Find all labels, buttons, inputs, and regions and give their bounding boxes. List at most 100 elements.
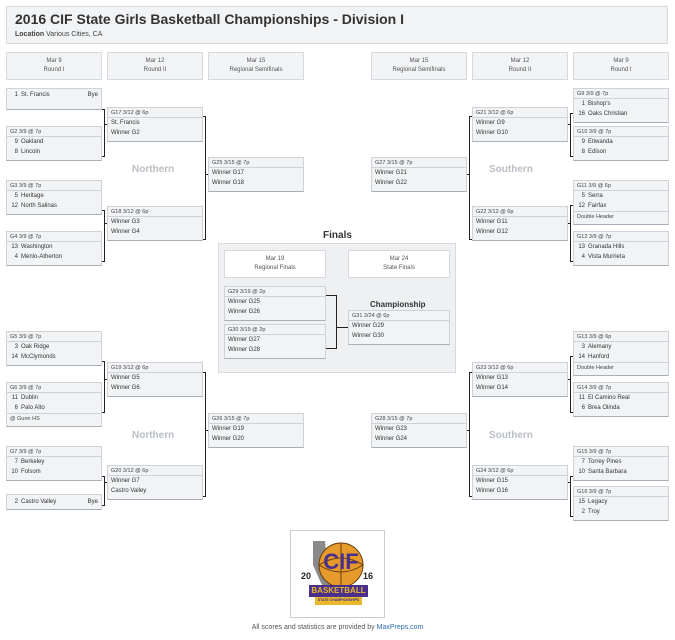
team-name: Granada Hills — [588, 244, 625, 250]
bracket-line — [326, 348, 336, 349]
team-name: Winner G21 — [375, 170, 408, 176]
maxpreps-link[interactable]: MaxPreps.com — [376, 624, 424, 631]
team-name: Winner G5 — [111, 375, 140, 381]
game-g26[interactable]: G26 3/15 @ 7p Winner G19 Winner G20 — [208, 413, 304, 448]
game-g23[interactable]: G23 3/12 @ 6p Winner G13 Winner G14 — [472, 362, 568, 397]
team-name: Washington — [21, 244, 53, 250]
game-header: G16 3/9 @ 7p — [574, 487, 668, 497]
seed: 14 — [578, 354, 585, 360]
game-g17[interactable]: G17 3/12 @ 6p St. Francis Winner G2 — [107, 107, 203, 142]
seed: 11 — [11, 395, 18, 401]
team-name: McClymonds — [21, 354, 56, 360]
team-name: Winner G22 — [375, 180, 408, 186]
bracket-line — [469, 116, 470, 240]
bracket-line — [203, 372, 206, 373]
round-name: Round II — [143, 67, 167, 73]
game-g20[interactable]: G20 3/12 @ 6p Winner G7 Castro Valley — [107, 465, 203, 500]
bracket-line — [570, 205, 573, 206]
game-g31[interactable]: G31 3/24 @ 6p Winner G29 Winner G30 — [348, 310, 450, 345]
game-g27[interactable]: G27 3/15 @ 7p Winner G21 Winner G22 — [371, 157, 467, 192]
game-header: G19 3/12 @ 6p — [108, 363, 202, 373]
team-name: Alemany — [588, 344, 612, 350]
team-name: Etiwanda — [588, 139, 613, 145]
logo-banner-text: BASKETBALL — [311, 586, 366, 595]
game-g21[interactable]: G21 3/12 @ 6p Winner G9 Winner G10 — [472, 107, 568, 142]
round-date: Mar 12 — [145, 58, 165, 64]
bracket-line — [469, 372, 470, 497]
team-name: Winner G25 — [228, 299, 261, 305]
bracket-line — [570, 113, 573, 114]
team-name: Winner G11 — [476, 219, 508, 225]
team-name: Winner G18 — [212, 180, 245, 186]
game-g25[interactable]: G25 3/15 @ 7p Winner G17 Winner G18 — [208, 157, 304, 192]
game-header: G6 3/9 @ 7p — [7, 383, 101, 393]
round-name: Regional Finals — [254, 265, 296, 271]
game-header: G17 3/12 @ 6p — [108, 108, 202, 118]
game-g22[interactable]: G22 3/12 @ 6p Winner G11 Winner G12 — [472, 206, 568, 241]
bracket-line — [469, 116, 472, 117]
team-name: St. Francis — [111, 120, 140, 126]
round-date: Mar 15 — [409, 58, 429, 64]
team-name: Oak Ridge — [21, 344, 50, 350]
round-header-left-r2: Mar 12 Round II — [107, 52, 203, 80]
logo-subbanner-text: STATE CHAMPIONSHIPS — [317, 598, 360, 602]
page-title: 2016 CIF State Girls Basketball Champion… — [15, 11, 404, 27]
team-name: Legacy — [588, 499, 608, 505]
seed: 4 — [581, 254, 585, 260]
logo-year-right: 16 — [363, 571, 374, 581]
team-name: Winner G24 — [375, 436, 408, 442]
game-header: G18 3/12 @ 6p — [108, 207, 202, 217]
footer: All scores and statistics are provided b… — [0, 624, 675, 631]
team-name: Winner G4 — [111, 229, 140, 235]
game-g28[interactable]: G28 3/15 @ 7p Winner G23 Winner G24 — [371, 413, 467, 448]
bracket-line — [203, 116, 206, 117]
seed: 11 — [578, 395, 585, 401]
round-name: State Finals — [383, 265, 415, 271]
game-g18[interactable]: G18 3/12 @ 6p Winner G3 Winner G4 — [107, 206, 203, 241]
team-name: Troy — [588, 509, 600, 515]
team-name: Castro Valley — [21, 499, 57, 505]
game-g29[interactable]: G29 3/19 @ 2p Winner G25 Winner G26 — [224, 286, 326, 321]
team-name: Vista Murrieta — [588, 254, 625, 260]
round-date: Mar 9 — [46, 58, 62, 64]
team-name: Winner G14 — [476, 385, 509, 391]
bracket-line — [104, 361, 105, 413]
game-header: G7 3/9 @ 7p — [7, 447, 101, 457]
game-g24[interactable]: G24 3/12 @ 6p Winner G15 Winner G16 — [472, 465, 568, 500]
team-name: Folsom — [21, 469, 41, 475]
team-name: Berkeley — [21, 459, 45, 465]
bracket-line — [104, 109, 105, 157]
round-date: Mar 9 — [613, 58, 629, 64]
seed: 4 — [14, 254, 18, 260]
game-g19[interactable]: G19 3/12 @ 6p Winner G5 Winner G6 — [107, 362, 203, 397]
game-g30[interactable]: G30 3/19 @ 2p Winner G27 Winner G28 — [224, 324, 326, 359]
seed: 3 — [14, 344, 18, 350]
seed: 6 — [581, 405, 585, 411]
team-name: Dublin — [21, 395, 39, 401]
bracket-line — [203, 496, 206, 497]
